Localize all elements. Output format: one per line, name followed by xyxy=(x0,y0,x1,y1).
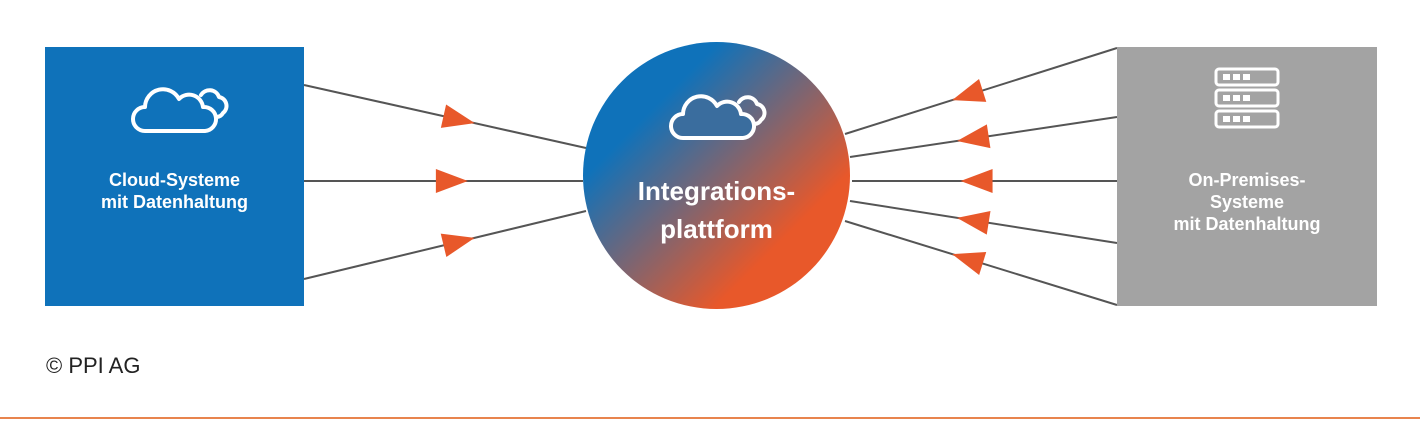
on-premises-systems-label-line-2: Systeme xyxy=(1209,192,1285,212)
integration-platform-label-line-2: plattform xyxy=(660,214,773,244)
circle-gradient xyxy=(583,42,850,309)
on-premises-systems-label-line-1: On-Premises- xyxy=(1188,170,1306,190)
arrowhead-right-3 xyxy=(960,169,993,193)
on-premises-systems-label-line-3: mit Datenhaltung xyxy=(1173,214,1321,234)
cloud-icon xyxy=(669,94,767,140)
arrowhead-left-bottom xyxy=(440,233,475,258)
server-icon xyxy=(1214,67,1280,129)
integration-platform-label: Integrations- plattform xyxy=(583,172,850,248)
on-premises-systems-box: On-Premises- Systeme mit Datenhaltung xyxy=(1117,47,1377,306)
arrowhead-right-2 xyxy=(956,124,991,149)
copyright-notice: © PPI AG xyxy=(46,353,141,378)
arrowhead-right-4 xyxy=(957,210,991,235)
cloud-systems-box: Cloud-Systeme mit Datenhaltung xyxy=(45,47,304,306)
bottom-divider xyxy=(0,417,1420,419)
cloud-systems-label-line-2: mit Datenhaltung xyxy=(101,192,248,212)
cloud-icon xyxy=(131,87,229,133)
cloud-systems-label-line-1: Cloud-Systeme xyxy=(108,170,241,190)
connector-arrows xyxy=(435,79,993,275)
integration-platform-label-line-1: Integrations- xyxy=(637,176,796,206)
arrowhead-left-top xyxy=(440,104,475,128)
arrowhead-left-middle xyxy=(435,169,468,193)
cloud-systems-label: Cloud-Systeme mit Datenhaltung xyxy=(45,169,304,213)
integration-platform-circle: Integrations- plattform xyxy=(583,42,850,309)
arrowhead-right-5 xyxy=(952,252,987,275)
arrowhead-right-1 xyxy=(952,79,987,102)
on-premises-systems-label: On-Premises- Systeme mit Datenhaltung xyxy=(1117,169,1377,235)
